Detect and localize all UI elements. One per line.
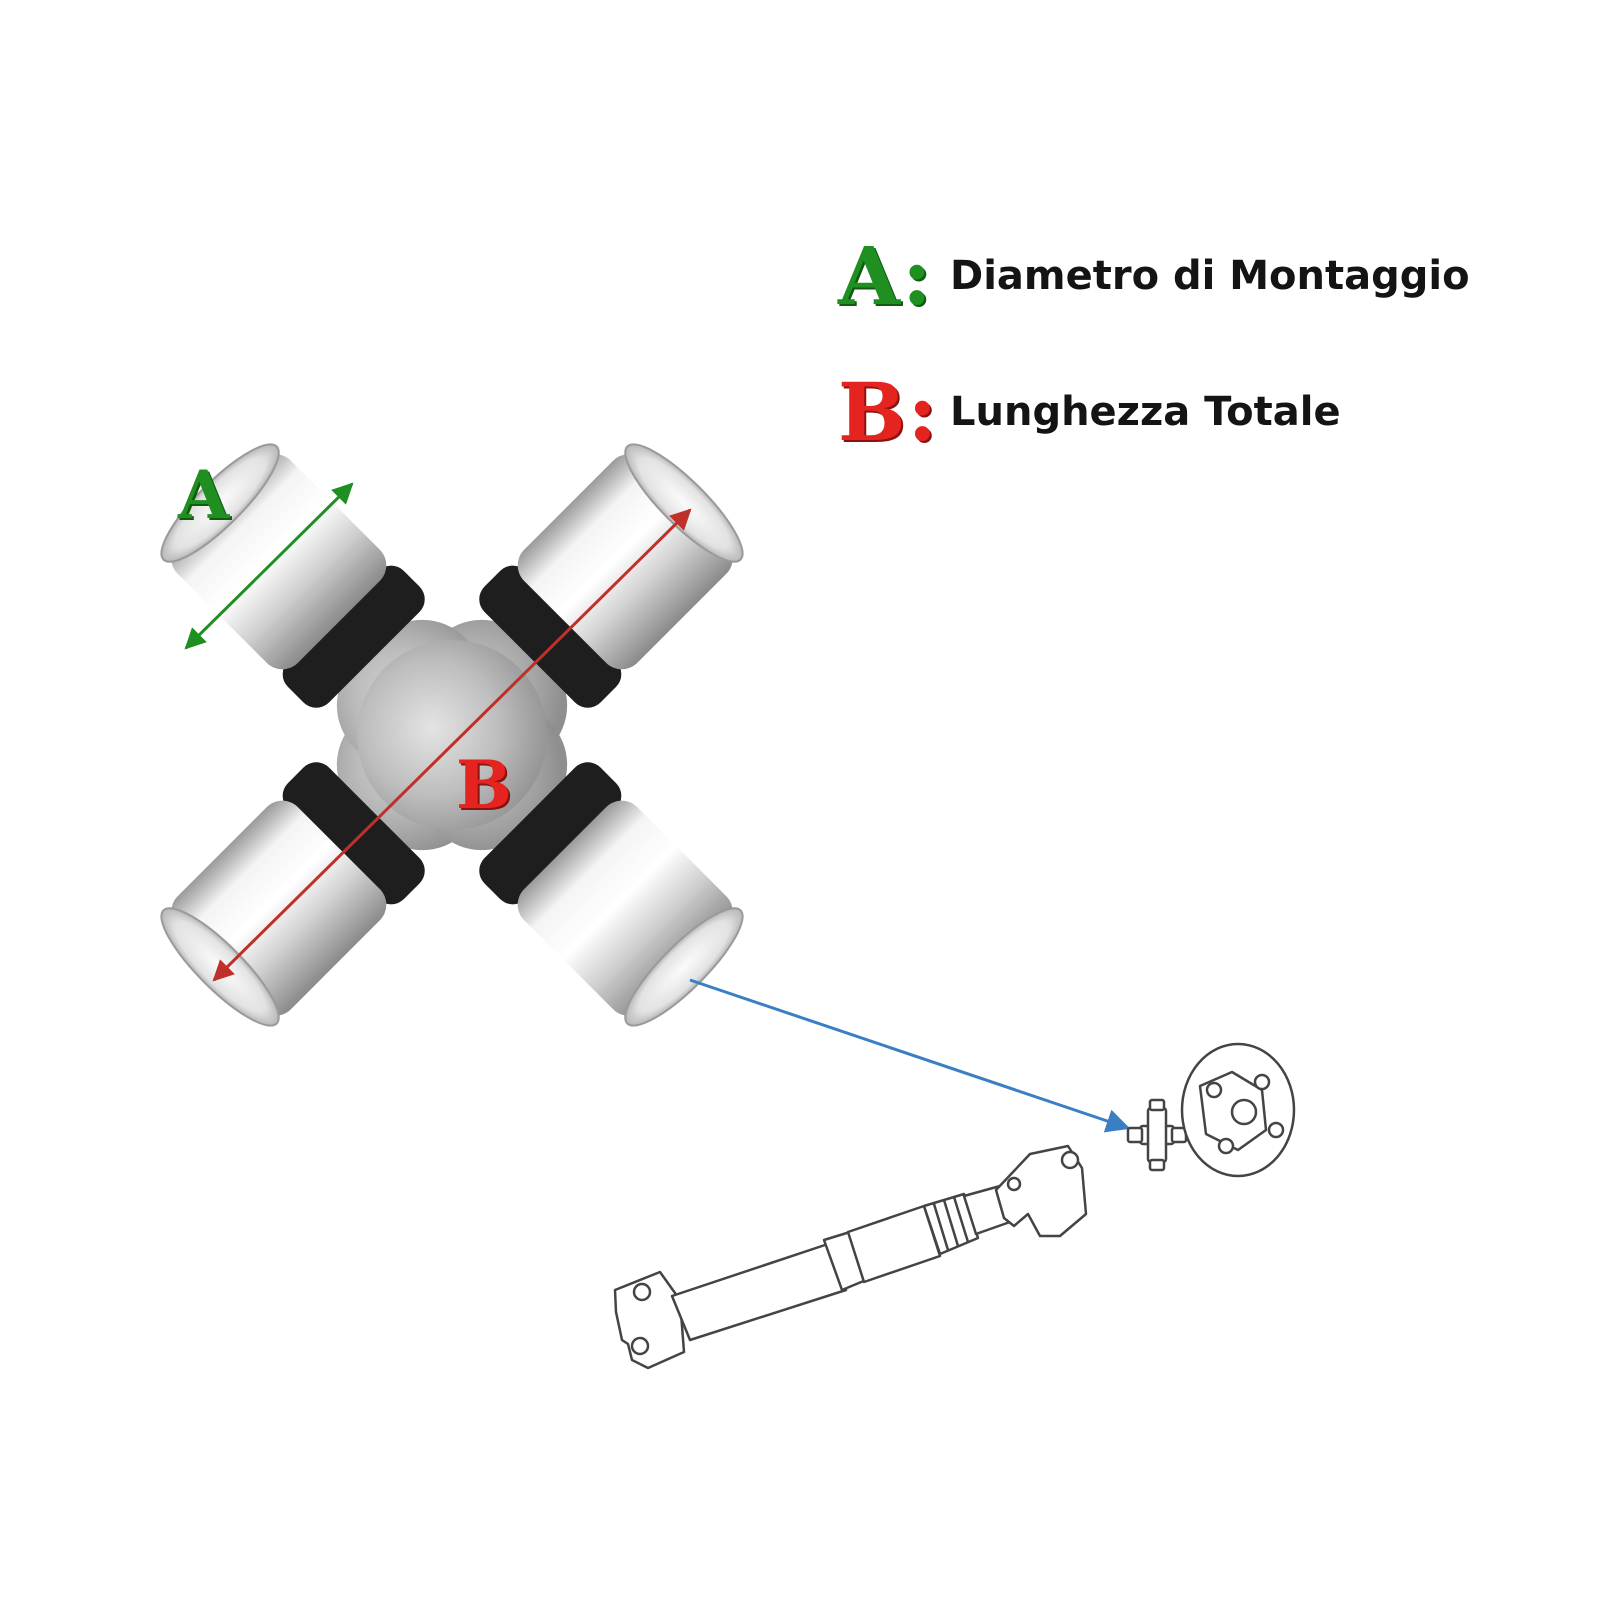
left-yoke [613, 1270, 686, 1370]
legend-item-b: B: Lunghezza Totale [838, 372, 1341, 452]
driveshaft-line-drawing [613, 1042, 1296, 1370]
legend-text-a: Diametro di Montaggio [950, 253, 1470, 299]
left-yoke-hole-bottom [630, 1336, 650, 1356]
shaft-tube-right [846, 1204, 942, 1284]
leader-arrow [689, 978, 1131, 1133]
dimension-a-label: A [178, 456, 230, 534]
legend-letter-b: B: [838, 365, 940, 459]
right-yoke-hole [1060, 1150, 1080, 1170]
left-yoke-hole-top [632, 1282, 652, 1302]
right-yoke [994, 1144, 1088, 1238]
output-flange [1180, 1042, 1296, 1178]
dimension-b-label: B [456, 746, 512, 824]
legend-item-a: A: Diametro di Montaggio [838, 236, 1470, 316]
legend-text-b: Lunghezza Totale [950, 389, 1341, 435]
universal-joint-cross [160, 443, 744, 1027]
right-yoke-hole-inner [1006, 1176, 1022, 1192]
shaft-tube-left [670, 1242, 848, 1342]
small-cross-joint [1126, 1098, 1188, 1172]
dimension-b-arrow [212, 508, 692, 982]
legend-letter-a: A: [838, 229, 934, 323]
